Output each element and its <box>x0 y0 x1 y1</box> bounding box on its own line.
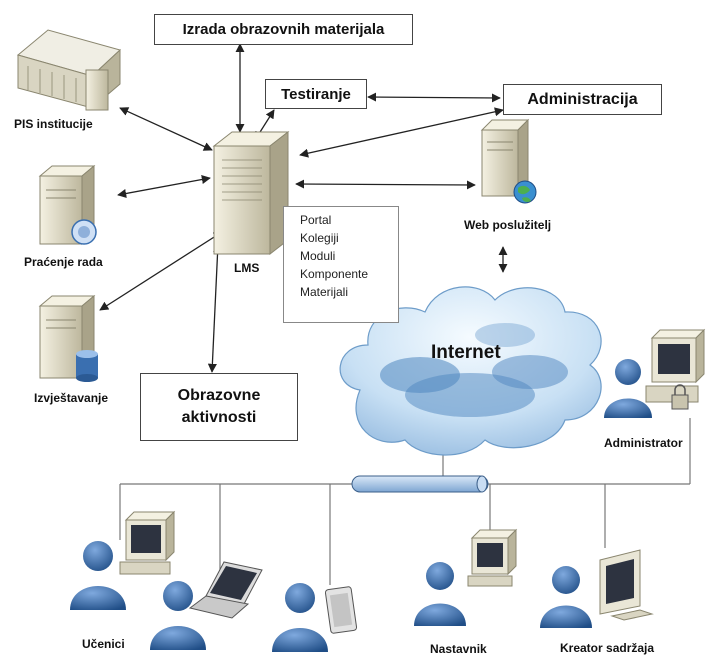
database-icon <box>76 350 98 382</box>
box-administracija: Administracija <box>503 84 662 115</box>
server-icon <box>38 164 97 246</box>
server-icon <box>16 29 121 111</box>
label-web-posluzitelj: Web poslužitelj <box>464 218 552 232</box>
computer-icon <box>645 328 706 403</box>
label-internet: Internet <box>431 342 501 363</box>
person-icon <box>70 541 126 610</box>
lms-component-komponente: Komponente <box>300 267 369 281</box>
arrow-administracija-lms <box>299 107 504 158</box>
box-testiranje-label: Testiranje <box>281 85 351 103</box>
arrow-testiranje-administracija <box>367 92 501 103</box>
label-nastavnik: Nastavnik <box>430 642 487 656</box>
box-obrazovne-aktivnosti: Obrazovne aktivnosti <box>140 373 298 441</box>
box-izrada-materijala: Izrada obrazovnih materijala <box>154 14 413 45</box>
lms-component-moduli: Moduli <box>300 249 336 263</box>
label-izvjestavanje: Izvještavanje <box>34 391 109 405</box>
server-icon <box>212 130 290 256</box>
label-administrator: Administrator <box>604 436 683 450</box>
box-obrazovne-line2: aktivnosti <box>181 409 257 426</box>
person-icon <box>150 581 206 650</box>
box-administracija-label: Administracija <box>527 90 638 108</box>
lms-component-materijali: Materijali <box>300 285 349 299</box>
network-bus-icon <box>351 475 489 493</box>
arrow-lms-web <box>295 179 476 190</box>
computer-icon <box>467 528 518 587</box>
lms-component-list: Portal Kolegiji Moduli Komponente Materi… <box>283 206 399 323</box>
lms-component-portal: Portal <box>300 213 332 227</box>
arrow-pracenje-lms <box>117 175 211 198</box>
box-testiranje: Testiranje <box>265 79 367 109</box>
server-icon <box>480 118 537 204</box>
arrow-izvjestavanje-lms <box>99 231 223 311</box>
person-icon <box>604 359 652 418</box>
label-kreator-sadrzaja: Kreator sadržaja <box>560 641 655 655</box>
computer-icon <box>119 510 176 575</box>
computer-icon <box>599 549 654 621</box>
cloud-icon <box>339 286 602 456</box>
person-icon <box>414 562 466 626</box>
box-izrada-label: Izrada obrazovnih materijala <box>182 21 385 38</box>
label-pracenje-rada: Praćenje rada <box>24 255 103 269</box>
label-ucenici: Učenici <box>82 637 125 651</box>
box-obrazovne-line1: Obrazovne <box>177 387 261 404</box>
connectors <box>99 43 508 373</box>
person-icon <box>272 583 328 652</box>
globe-icon <box>513 180 537 204</box>
label-lms: LMS <box>234 261 260 275</box>
tablet-icon <box>324 586 358 634</box>
lms-component-kolegiji: Kolegiji <box>300 231 339 245</box>
arrow-pis-lms <box>119 107 213 151</box>
laptop-icon <box>188 561 263 619</box>
person-icon <box>540 566 592 628</box>
label-pis-institucije: PIS institucije <box>14 117 93 131</box>
lock-icon <box>671 384 689 410</box>
arrow-lms-obrazovne <box>207 243 223 373</box>
server-icon <box>38 294 98 382</box>
